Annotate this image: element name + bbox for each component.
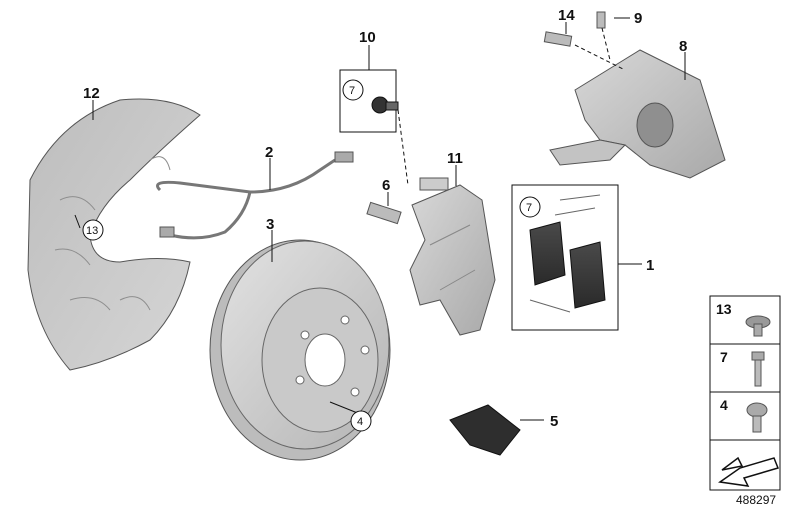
brake-pad-set xyxy=(511,184,619,331)
callout-9: 9 xyxy=(634,10,642,27)
legend-item-13: 13 xyxy=(716,301,732,317)
callout-2: 2 xyxy=(265,144,273,161)
callout-11: 11 xyxy=(447,150,463,167)
bolt-kit xyxy=(339,69,399,133)
callout-4: 4 xyxy=(357,416,363,428)
document-number: 488297 xyxy=(736,493,776,507)
dust-shield xyxy=(27,98,201,371)
callout-5: 5 xyxy=(550,413,558,430)
brake-caliper xyxy=(549,49,726,179)
bleeder-parts xyxy=(543,11,606,47)
wear-sensor xyxy=(156,151,354,240)
guide-bolt xyxy=(366,201,402,225)
callout-4-ring xyxy=(350,410,372,432)
callout-7a: 7 xyxy=(349,85,355,97)
callout-13: 13 xyxy=(86,225,98,237)
leader-lines xyxy=(74,17,686,421)
direction-arrow-icon xyxy=(718,456,780,487)
callout-6: 6 xyxy=(382,177,390,194)
callout-13-ring xyxy=(82,219,104,241)
brake-disc xyxy=(209,239,391,461)
legend-item-4: 4 xyxy=(720,397,728,413)
callout-7a-ring xyxy=(342,79,364,101)
legend-item-7: 7 xyxy=(720,349,728,365)
callout-7b-ring xyxy=(519,196,541,218)
callout-3: 3 xyxy=(266,216,274,233)
callout-14: 14 xyxy=(558,7,575,24)
fastener-legend: 13 7 4 xyxy=(709,295,781,491)
grease-pack xyxy=(449,404,521,456)
callout-1: 1 xyxy=(646,257,654,274)
callout-8: 8 xyxy=(679,38,687,55)
callout-labels: 1 2 3 5 6 8 9 10 11 12 14 13 4 7 7 xyxy=(82,7,687,432)
callout-10: 10 xyxy=(359,29,376,46)
caliper-carrier xyxy=(409,177,496,336)
callout-12: 12 xyxy=(83,85,100,102)
callout-7b: 7 xyxy=(526,202,532,214)
